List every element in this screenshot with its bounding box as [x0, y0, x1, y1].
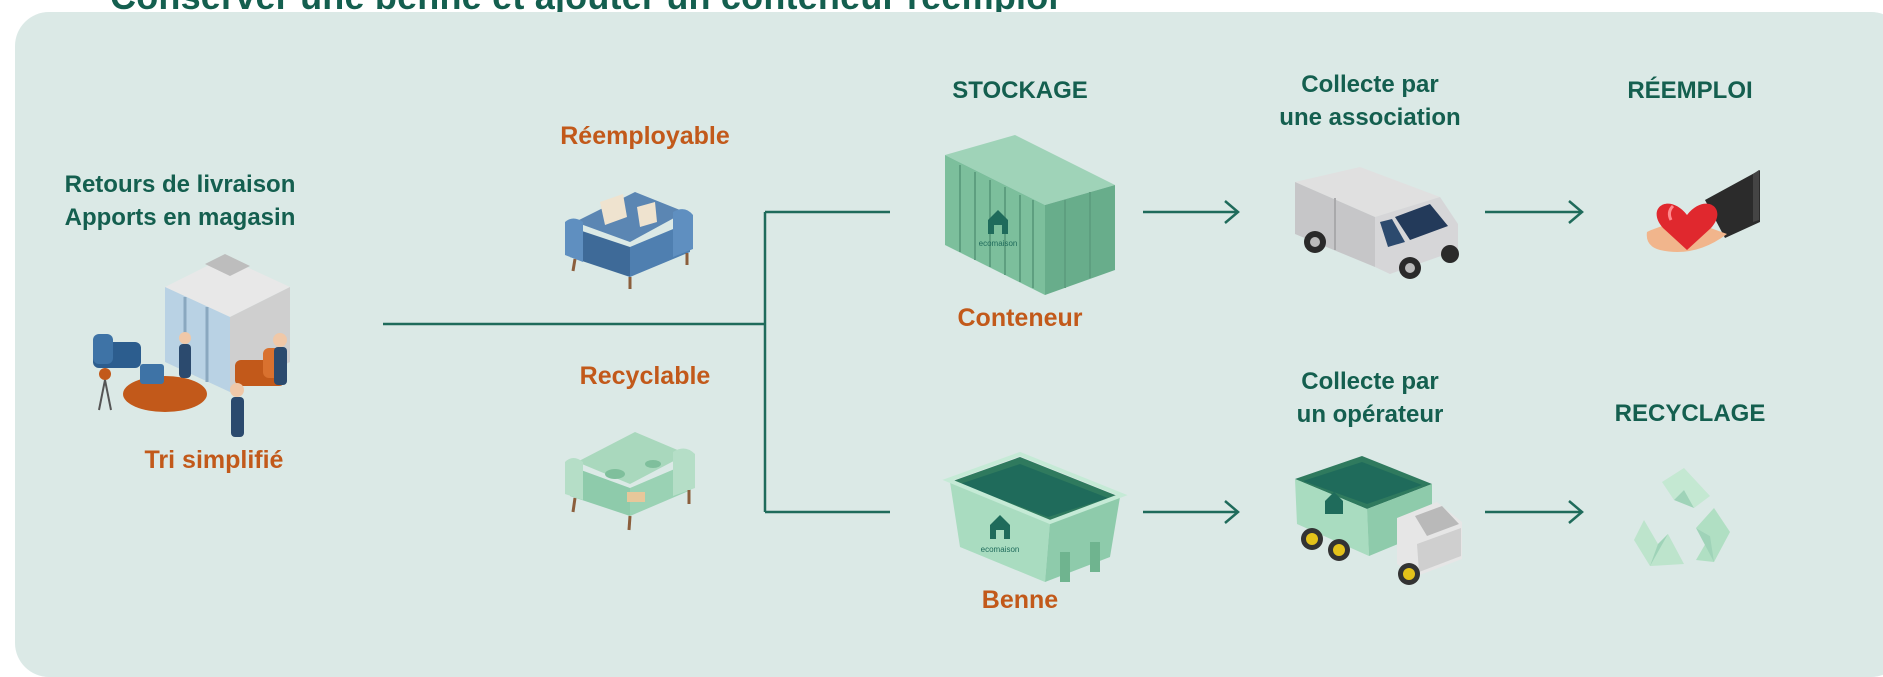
arrow-van-to-reuse — [1485, 200, 1584, 224]
store-illustration — [93, 254, 290, 437]
sorting-label: Tri simplifié — [144, 446, 284, 474]
reuse-label: RÉEMPLOI — [1627, 77, 1753, 104]
blue-sofa-icon — [565, 192, 693, 289]
reusable-label: Réemployable — [560, 122, 730, 150]
operator-collection-label: Collecte par un opérateur — [1296, 368, 1444, 428]
dump-truck-icon — [1295, 456, 1462, 585]
skip-label: Benne — [981, 586, 1059, 614]
arrow-skip-to-truck — [1143, 500, 1240, 524]
skip-logo-text: ecomaison — [981, 545, 1020, 554]
container-logo-text: ecomaison — [979, 239, 1018, 248]
recyclable-label: Recyclable — [579, 362, 711, 390]
source-label: Retours de livraison Apports en magasin — [64, 171, 296, 231]
worn-sofa-icon — [565, 432, 695, 531]
flow-connectors — [383, 200, 1584, 524]
arrow-truck-to-recycling — [1485, 500, 1584, 524]
container-label: Conteneur — [957, 304, 1083, 332]
shipping-container-icon: ecomaison — [945, 135, 1115, 295]
recycling-icon — [1634, 468, 1730, 566]
heart-hand-icon — [1646, 170, 1760, 252]
association-collection-label: Collecte par une association — [1279, 71, 1461, 131]
storage-header: STOCKAGE — [952, 77, 1088, 104]
arrow-container-to-van — [1143, 200, 1240, 224]
diagram-panel: Retours de livraison Apports en magasin … — [15, 12, 1883, 677]
van-icon — [1295, 167, 1459, 279]
skip-bin-icon: ecomaison — [942, 451, 1128, 582]
recycling-label: RECYCLAGE — [1614, 400, 1766, 427]
